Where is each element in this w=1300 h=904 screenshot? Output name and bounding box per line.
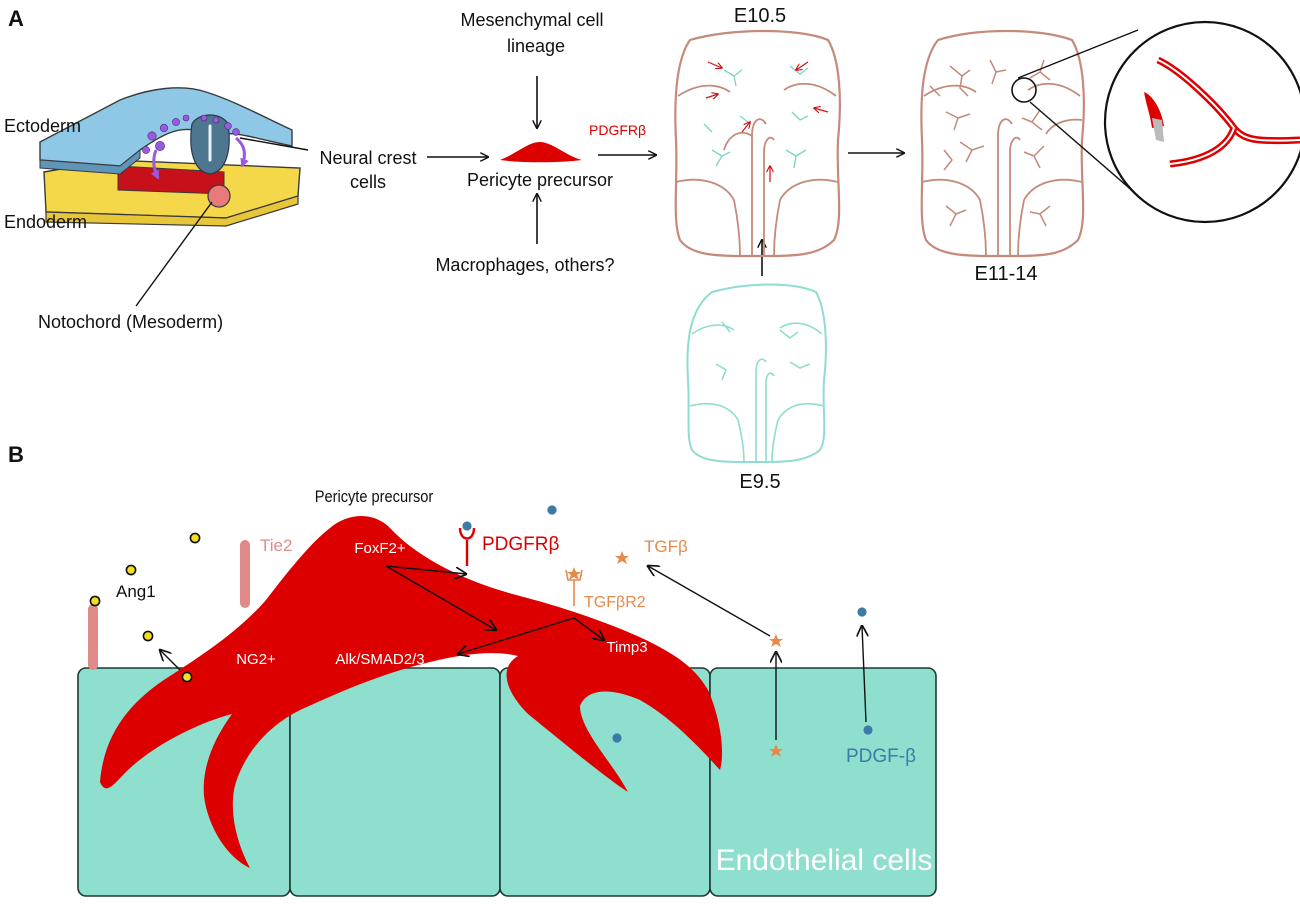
- panel-a-letter: A: [8, 6, 24, 31]
- brain-e11-14: [920, 29, 1085, 258]
- embryo-cross-section: [39, 87, 309, 307]
- pdgf-dot-endothelial: [863, 725, 873, 735]
- stage-e10-label: E10.5: [734, 5, 786, 27]
- brain-e10-outline: [674, 29, 841, 258]
- stage-e9-label: E9.5: [739, 471, 780, 493]
- ang1-label: Ang1: [116, 582, 156, 601]
- endoderm-label: Endoderm: [4, 212, 87, 232]
- tgfb-label: TGFβ: [644, 537, 688, 556]
- tgfb-star: [615, 551, 629, 564]
- tgfbr2-to-alk-arrow: [458, 617, 575, 654]
- tie2-receptor: [240, 540, 250, 608]
- tie2-receptor-2: [88, 604, 98, 670]
- magnified-vessel-circle: [1103, 20, 1300, 224]
- tgfb-star-secreted: [769, 634, 783, 647]
- pdgf-secretion-arrow: [862, 626, 866, 723]
- brain-e11-outline: [920, 29, 1085, 258]
- mesenchymal-label-line1: Mesenchymal cell: [460, 10, 603, 30]
- endothelial-cell-2: [289, 667, 501, 897]
- pdgf-dot-free: [547, 505, 557, 515]
- brain-e11-structure: [921, 82, 1083, 257]
- ang1-dot: [181, 671, 193, 683]
- tgfbr2-receptor: [565, 567, 583, 606]
- endothelial-cell-4: [709, 667, 937, 897]
- foxf2-to-signaling-arrow: [385, 565, 496, 630]
- brain-e10-red-arrows: [705, 61, 829, 182]
- tgfbr2-to-timp3-arrow: [573, 617, 604, 640]
- brain-e10-structure: [675, 82, 839, 257]
- brain-e9-outline: [686, 283, 827, 463]
- tgfb-diffusion-arrow: [648, 566, 771, 637]
- brain-e9-structure: [689, 321, 825, 463]
- magnified-vessel: [1144, 56, 1300, 168]
- neural-crest-label-line1: Neural crest: [319, 148, 416, 168]
- ang1-dot: [189, 532, 201, 544]
- foxf2-to-pdgfrb-arrow: [385, 565, 466, 574]
- crest-migration-arrow-right: [235, 136, 249, 168]
- brain-e9-5: [686, 283, 827, 463]
- endoderm-layer-edge: [45, 195, 299, 227]
- panel-b-letter: B: [8, 442, 24, 467]
- tgfb-star-endothelial: [769, 744, 783, 757]
- ang1-release-arrow: [160, 650, 181, 671]
- endothelial-cells-label: Endothelial cells: [716, 844, 933, 877]
- notochord-label: Notochord (Mesoderm): [38, 312, 223, 332]
- pericyte-precursor-label-b: Pericyte precursor: [315, 488, 434, 506]
- pericyte-precursor-cell: [100, 515, 723, 868]
- ectoderm-layer-edge: [39, 148, 141, 175]
- pericyte-precursor-cell-small: [500, 142, 582, 163]
- brain-e10-vessels: [703, 65, 809, 169]
- pdgf-dot-secreted: [857, 607, 867, 617]
- stage-e11-label: E11-14: [974, 263, 1037, 285]
- pdgfrb-receptor: [458, 521, 476, 566]
- neural-crest-dots: [142, 114, 240, 154]
- neural-crest-leader-line: [239, 137, 309, 151]
- alk-smad-label: Alk/SMAD2/3: [335, 651, 424, 668]
- pdgfrb-label-b: PDGFRβ: [482, 534, 560, 555]
- mesenchymal-label-line2: lineage: [507, 36, 565, 56]
- ang1-dot: [125, 564, 137, 576]
- ang1-dot: [89, 595, 101, 607]
- pdgf-b-label: PDGF-β: [846, 746, 916, 767]
- tgfbr2-label: TGFβR2: [584, 594, 646, 611]
- tie2-label: Tie2: [260, 536, 292, 555]
- tgfb-bound-star: [567, 567, 581, 580]
- zoom-region-circle: [1011, 77, 1037, 103]
- brain-e10-5: [674, 29, 841, 258]
- zoom-line-top: [1017, 29, 1139, 79]
- notochord-shape: [207, 184, 231, 208]
- pdgf-bound-dot: [462, 521, 472, 531]
- macrophages-label: Macrophages, others?: [435, 255, 614, 275]
- timp3-label: Timp3: [606, 639, 647, 656]
- pdgfrb-label-a: PDGFRβ: [589, 122, 646, 138]
- foxf2-label: FoxF2+: [354, 540, 406, 557]
- ang1-ligands: [89, 532, 201, 683]
- pdgfrb-receptor-cup: [458, 527, 476, 540]
- ang1-dot: [142, 630, 154, 642]
- pericyte-precursor-label: Pericyte precursor: [467, 170, 613, 190]
- notochord-leader-line: [135, 201, 213, 307]
- neural-crest-label-line2: cells: [350, 172, 386, 192]
- ectoderm-label: Ectoderm: [4, 116, 81, 136]
- crest-migration-arrow-left: [150, 149, 160, 180]
- brain-e11-vessels: [929, 59, 1051, 227]
- ng2-label: NG2+: [236, 651, 276, 668]
- pdgf-dot-cell3: [612, 733, 622, 743]
